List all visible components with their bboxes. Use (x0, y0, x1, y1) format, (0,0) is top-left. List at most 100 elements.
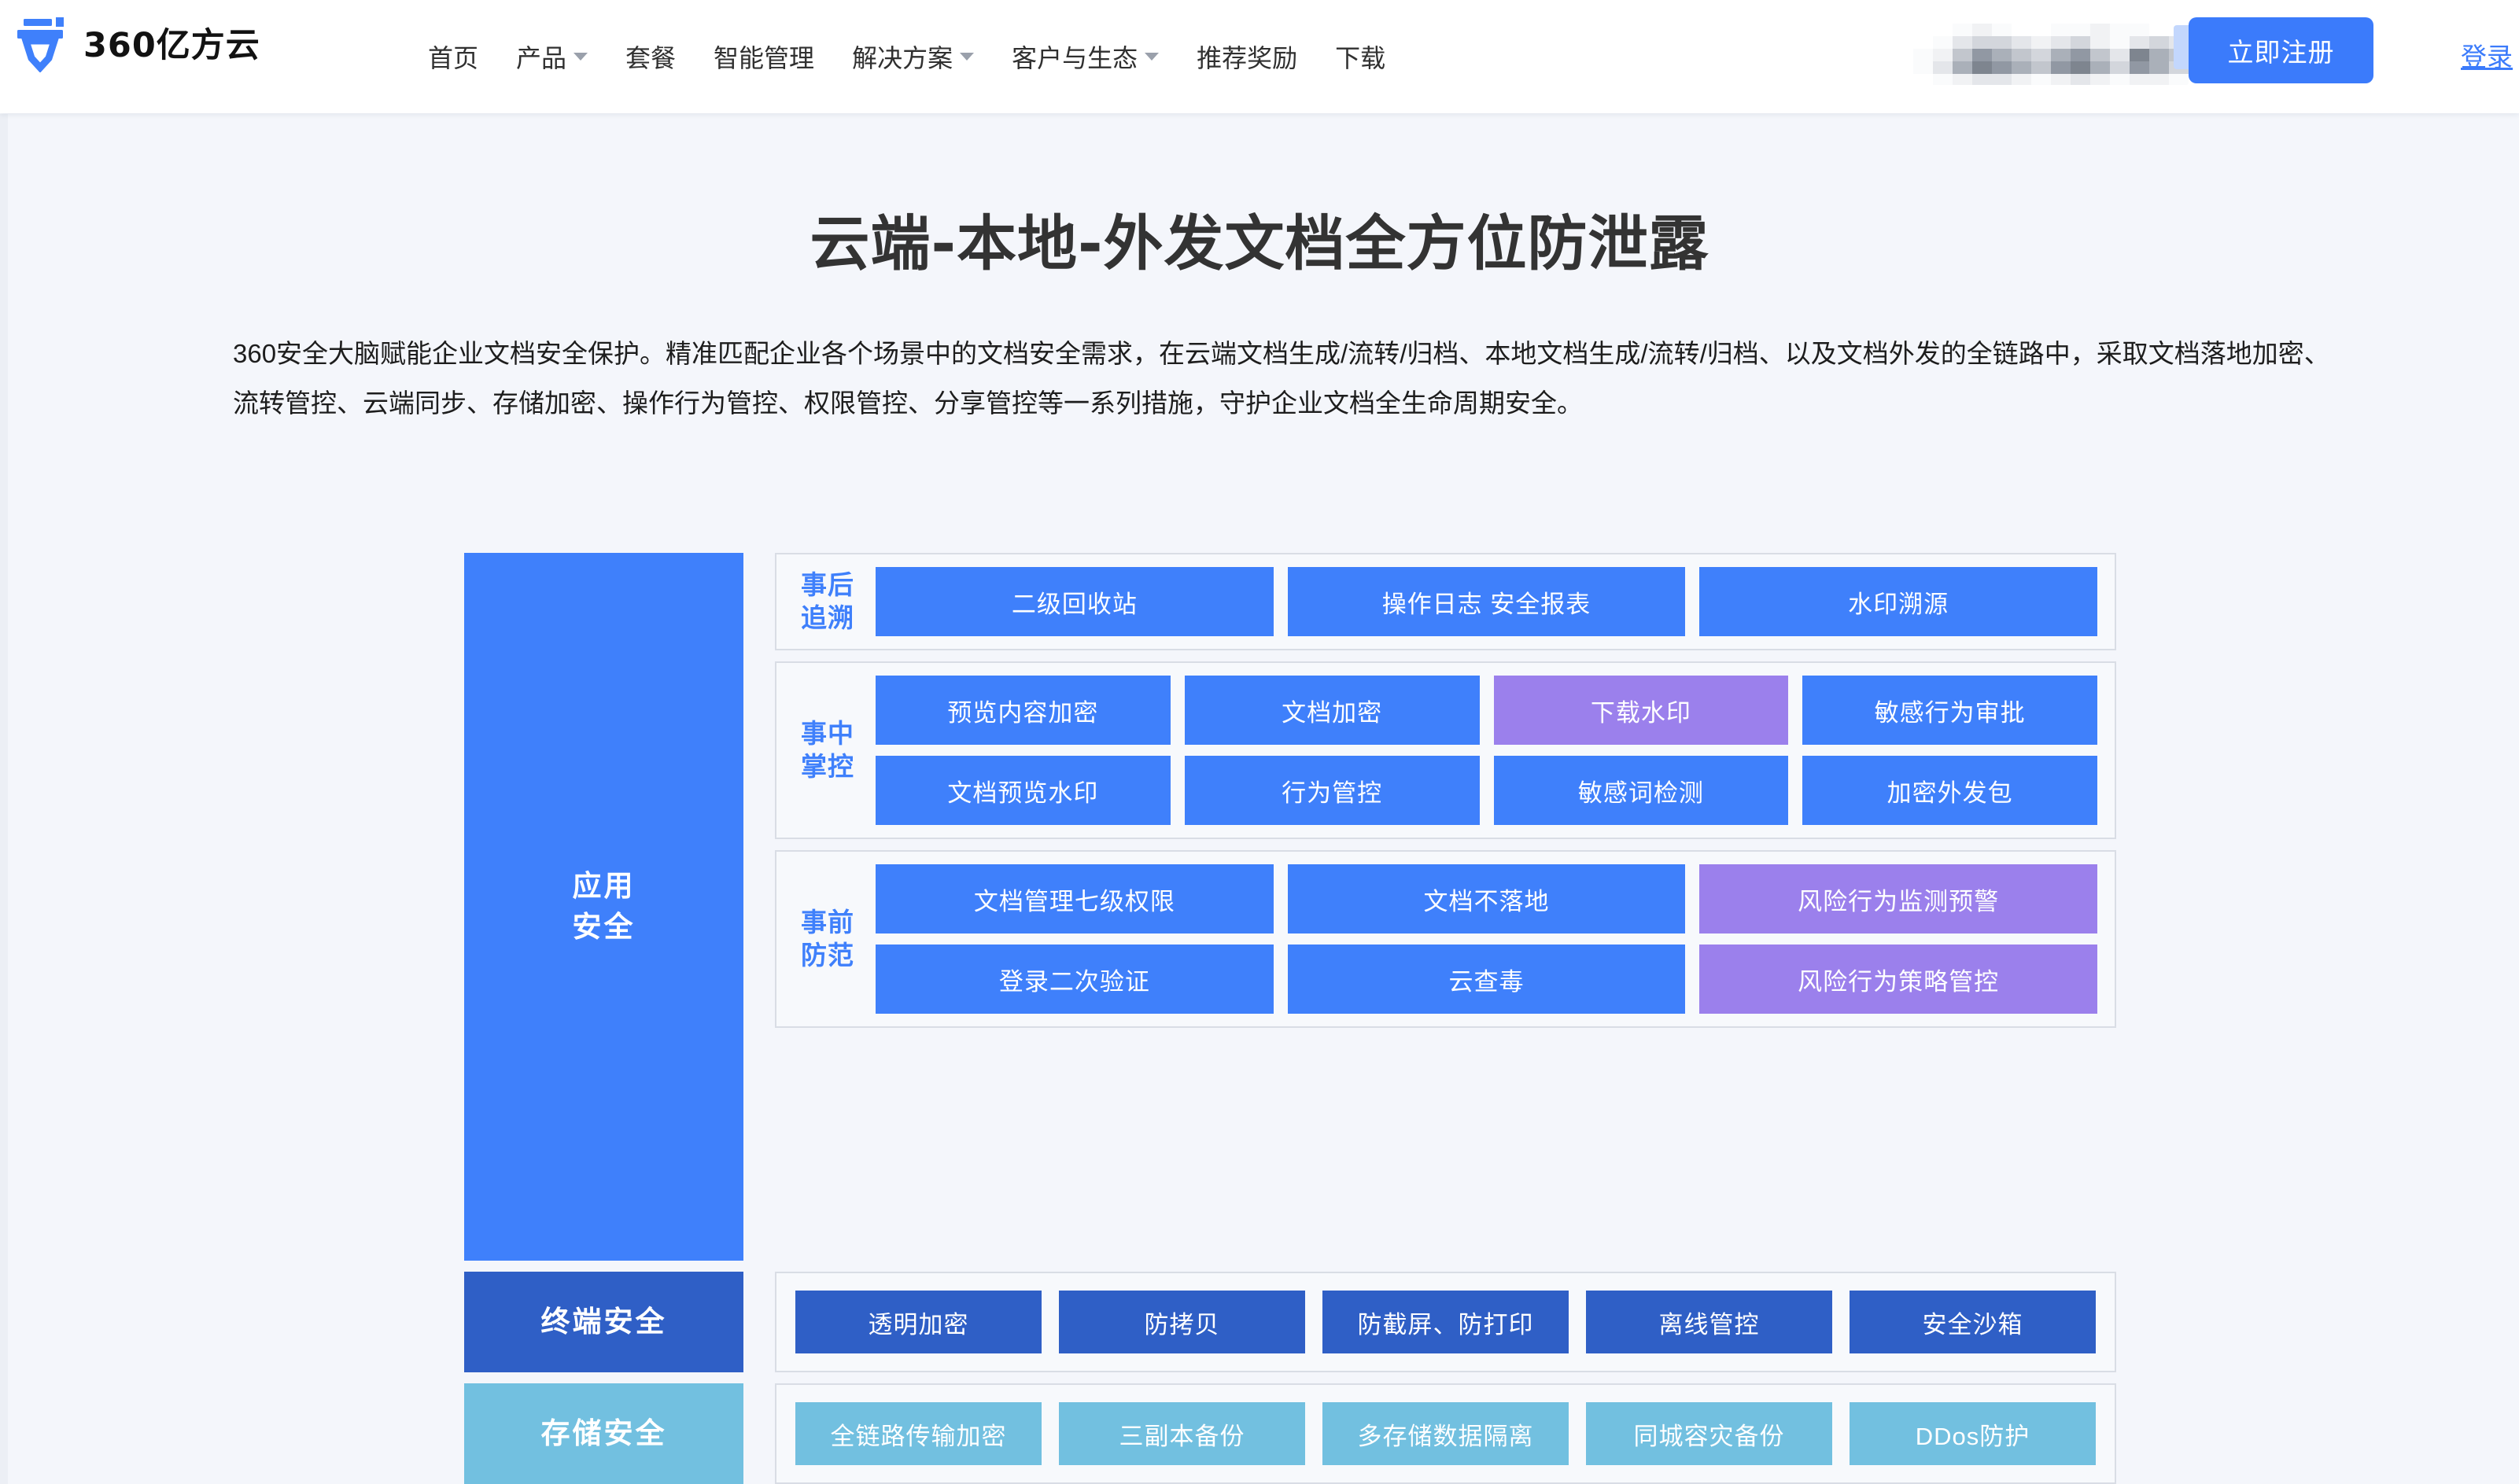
mosaic-tile (2110, 61, 2130, 74)
yifangyun-logo-icon (14, 13, 72, 72)
mosaic-tile (2149, 36, 2169, 49)
tier-body: 事后 追溯二级回收站操作日志 安全报表水印溯源事中 掌控预览内容加密文档加密下载… (775, 553, 2116, 1261)
feature-cell[interactable]: 文档管理七级权限 (876, 864, 1274, 933)
mosaic-tile (2031, 24, 2051, 36)
mosaic-tile (2071, 49, 2090, 61)
diagram-tier: 存储安全全链路传输加密三副本备份多存储数据隔离同城容灾备份 DDos防护 (464, 1383, 2116, 1484)
feature-cell[interactable]: 多存储数据隔离 (1322, 1402, 1569, 1465)
mosaic-tile (1953, 36, 1972, 49)
feature-cell[interactable]: 文档加密 (1184, 676, 1480, 745)
nav-item-products[interactable]: 产品 (497, 0, 607, 113)
tier-label: 应用 安全 (464, 553, 743, 1261)
group-grid: 文档管理七级权限文档不落地风险行为监测预警登录二次验证云查毒风险行为策略管控 (876, 864, 2098, 1014)
group-label: 事中 掌控 (801, 719, 854, 781)
feature-cell[interactable]: 全链路传输加密 (795, 1402, 1042, 1465)
mosaic-tile (1933, 74, 1953, 85)
feature-cell[interactable]: 文档预览水印 (876, 756, 1171, 825)
tier-label: 存储安全 (464, 1383, 743, 1484)
mosaic-tile (2169, 74, 2189, 85)
feature-cell[interactable]: 二级回收站 (876, 567, 1274, 636)
mosaic-tile (1933, 49, 1953, 61)
mosaic-tile (1953, 74, 1972, 85)
mosaic-tile (1933, 36, 1953, 49)
mosaic-tile (2090, 24, 2110, 36)
login-link[interactable]: 登录 (2461, 42, 2513, 72)
nav-item-smart-management[interactable]: 智能管理 (695, 0, 833, 113)
nav-item-download[interactable]: 下载 (1316, 0, 1404, 113)
tier-body: 全链路传输加密三副本备份多存储数据隔离同城容灾备份 DDos防护 (775, 1383, 2116, 1484)
page-title: 云端-本地-外发文档全方位防泄露 (810, 208, 1709, 278)
nav-item-referral-rewards[interactable]: 推荐奖励 (1178, 0, 1316, 113)
feature-cell[interactable]: 敏感行为审批 (1802, 676, 2097, 745)
feature-cell[interactable]: 防截屏、防打印 (1322, 1291, 1569, 1353)
brand-logo[interactable]: 360亿方云 (14, 11, 260, 74)
mosaic-tile (2012, 49, 2031, 61)
page-left-edge-strip (0, 114, 8, 1484)
mosaic-tile (2130, 74, 2149, 85)
mosaic-tile (1933, 24, 1953, 36)
mosaic-tile (1992, 49, 2012, 61)
feature-cell[interactable]: 三副本备份 (1059, 1402, 1305, 1465)
mosaic-tile (2031, 49, 2051, 61)
mosaic-tile (2110, 74, 2130, 85)
mosaic-tile (2149, 24, 2169, 36)
mosaic-tile (2012, 61, 2031, 74)
feature-cell[interactable]: 安全沙箱 (1850, 1291, 2096, 1353)
group-row: 文档预览水印行为管控敏感词检测加密外发包 (876, 756, 2097, 825)
feature-cell[interactable]: 风险行为监测预警 (1699, 864, 2098, 933)
feature-cell[interactable]: 敏感词检测 (1493, 756, 1789, 825)
mosaic-tile (2012, 36, 2031, 49)
feature-cell[interactable]: 离线管控 (1586, 1291, 1832, 1353)
mosaic-tile (2090, 36, 2110, 49)
nav-item-packages[interactable]: 套餐 (607, 0, 695, 113)
feature-cell[interactable]: 登录二次验证 (876, 945, 1274, 1014)
mosaic-tile (2149, 61, 2169, 74)
feature-cell[interactable]: 加密外发包 (1802, 756, 2097, 825)
nav-item-solutions[interactable]: 解决方案 (833, 0, 993, 113)
main-navigation: 首页 产品 套餐 智能管理 解决方案 客户与生态 推荐奖励 (409, 0, 1404, 113)
feature-cell[interactable]: 透明加密 (795, 1291, 1042, 1353)
mosaic-tile (1992, 74, 2012, 85)
feature-cell[interactable]: 文档不落地 (1287, 864, 1686, 933)
mosaic-tile (1933, 61, 1953, 74)
feature-cell[interactable]: 防拷贝 (1059, 1291, 1305, 1353)
mosaic-tile (2130, 36, 2149, 49)
mosaic-tile (2071, 36, 2090, 49)
feature-cell[interactable]: 水印溯源 (1699, 567, 2098, 636)
feature-cell[interactable]: 预览内容加密 (876, 676, 1171, 745)
nav-item-home[interactable]: 首页 (409, 0, 497, 113)
group-row: 登录二次验证云查毒风险行为策略管控 (876, 945, 2098, 1014)
nav-label: 推荐奖励 (1197, 44, 1298, 72)
mosaic-tile (1972, 74, 1992, 85)
mosaic-tile (1992, 24, 2012, 36)
register-button[interactable]: 立即注册 (2189, 17, 2373, 83)
mosaic-tile (2110, 24, 2130, 36)
nav-label: 智能管理 (714, 44, 815, 72)
mosaic-tile (2110, 36, 2130, 49)
mosaic-tile (2071, 24, 2090, 36)
redacted-mosaic-region (1913, 24, 2189, 85)
feature-cell[interactable]: 行为管控 (1184, 756, 1480, 825)
feature-cell[interactable]: 风险行为策略管控 (1699, 945, 2098, 1014)
feature-cell[interactable]: 同城容灾备份 (1586, 1402, 1832, 1465)
tier-label: 终端安全 (464, 1272, 743, 1372)
mosaic-tile (1953, 24, 1972, 36)
nav-item-customers-ecosystem[interactable]: 客户与生态 (993, 0, 1178, 113)
nav-label: 首页 (428, 44, 479, 72)
mosaic-tile (2071, 74, 2090, 85)
mosaic-tile (2090, 61, 2110, 74)
mosaic-tile (2031, 61, 2051, 74)
mosaic-tile (1972, 24, 1992, 36)
mosaic-tile (2090, 49, 2110, 61)
diagram-tier: 终端安全透明加密防拷贝防截屏、防打印离线管控安全沙箱 (464, 1272, 2116, 1372)
mosaic-tile (2090, 74, 2110, 85)
feature-cell[interactable]: 云查毒 (1287, 945, 1686, 1014)
mosaic-tile (2149, 49, 2169, 61)
mosaic-tile (1953, 61, 1972, 74)
feature-cell[interactable]: 操作日志 安全报表 (1287, 567, 1686, 636)
feature-cell[interactable]: DDos防护 (1850, 1402, 2096, 1465)
chevron-down-icon (1145, 53, 1160, 61)
nav-label: 客户与生态 (1012, 44, 1138, 72)
feature-cell[interactable]: 下载水印 (1493, 676, 1789, 745)
